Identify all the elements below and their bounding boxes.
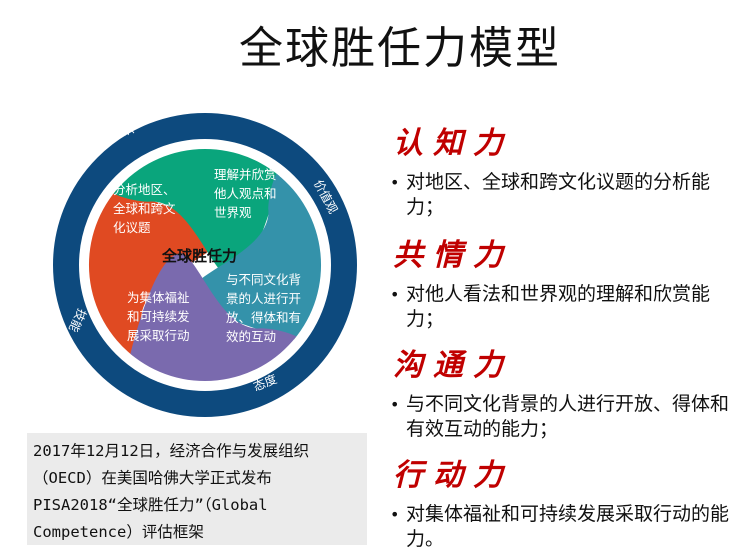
petal-text-empathy: 理解并欣赏 他人观点和 世界观 [214,167,277,220]
heading-action: 行动力 [393,458,513,493]
bullet-text: 对地区、全球和跨文化议题的分析能力； [406,171,711,218]
bullet-dot-icon: • [390,505,400,524]
petal-cognition [88,190,217,357]
petal-text-action: 为集体福祉 和可持续发 展采取行动 [127,290,190,343]
petal-communication [193,173,322,340]
petal-text-communication: 与不同文化背 景的人进行开 放、得体和有 效的互动 [226,272,302,344]
bullet-action: • 对集体福祉和可持续发展采取行动的能力。 [390,502,735,552]
outer-ring [53,113,357,417]
bullet-dot-icon: • [390,285,400,304]
source-note: 2017年12月12日，经济合作与发展组织（OECD）在美国哈佛大学正式发布PI… [27,433,367,545]
bullet-dot-icon: • [390,395,400,414]
heading-communication: 沟通力 [393,348,513,383]
bullet-communication: • 与不同文化背景的人进行开放、得体和有效互动的能力； [390,392,735,442]
diagram-graphic [53,113,357,417]
bullet-text: 对集体福祉和可持续发展采取行动的能力。 [406,503,730,550]
bullet-text: 对他人看法和世界观的理解和欣赏能力； [406,283,711,330]
bullet-cognition: • 对地区、全球和跨文化议题的分析能力； [390,170,735,220]
page-title: 全球胜任力模型 [239,23,561,74]
heading-cognition: 认知力 [393,126,513,161]
petal-empathy [113,148,280,277]
petal-action [130,253,297,382]
heading-empathy: 共情力 [393,238,513,273]
competency-diagram: 知识 价值观 态度 技能 分析地区、 全球和跨文 化议题 理解并欣赏 他人观点和… [50,110,360,420]
bullet-dot-icon: • [390,173,400,192]
bullet-empathy: • 对他人看法和世界观的理解和欣赏能力； [390,282,735,332]
center-label: 全球胜任力 [162,247,238,265]
bullet-text: 与不同文化背景的人进行开放、得体和有效互动的能力； [406,393,730,440]
petal-text-cognition: 分析地区、 全球和跨文 化议题 [113,182,176,235]
